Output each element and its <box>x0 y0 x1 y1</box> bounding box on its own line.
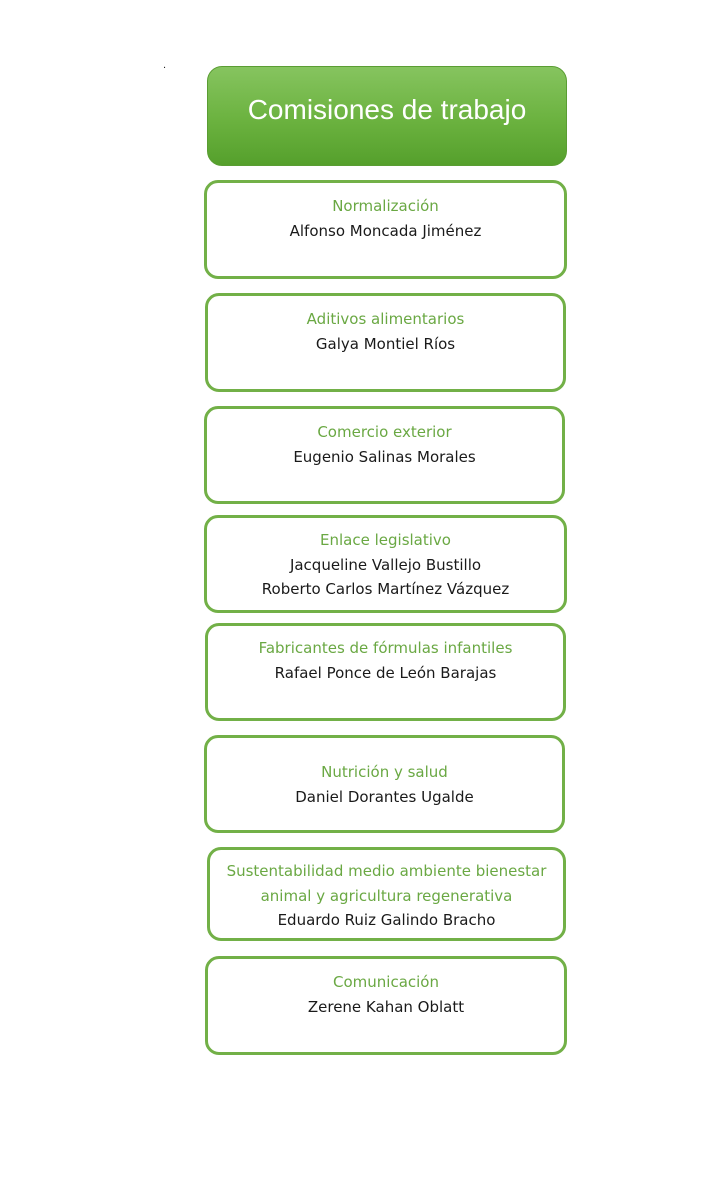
commission-member: Alfonso Moncada Jiménez <box>289 221 482 240</box>
commission-name: Normalización <box>332 197 439 215</box>
commission-name: Comercio exterior <box>317 423 452 441</box>
commission-name: Aditivos alimentarios <box>306 310 465 328</box>
commission-name: Nutrición y salud <box>321 763 448 781</box>
commission-member: Rafael Ponce de León Barajas <box>274 663 497 682</box>
commission-member: Zerene Kahan Oblatt <box>307 997 465 1016</box>
commission-box-aditivos: Aditivos alimentarios Galya Montiel Ríos <box>205 293 566 392</box>
commission-box-normalizacion: Normalización Alfonso Moncada Jiménez <box>204 180 567 279</box>
commission-member: Eugenio Salinas Morales <box>293 447 476 466</box>
commission-box-nutricion-salud: Nutrición y salud Daniel Dorantes Ugalde <box>204 735 565 833</box>
commission-box-sustentabilidad: Sustentabilidad medio ambiente bienestar… <box>207 847 566 941</box>
commission-member: Daniel Dorantes Ugalde <box>295 787 474 806</box>
commission-box-comercio-exterior: Comercio exterior Eugenio Salinas Morale… <box>204 406 565 504</box>
stray-dot: . <box>163 59 167 71</box>
diagram-title: Comisiones de trabajo <box>247 94 527 125</box>
commission-name: Fabricantes de fórmulas infantiles <box>258 639 513 657</box>
commission-member: Roberto Carlos Martínez Vázquez <box>261 580 510 598</box>
commission-member: Eduardo Ruiz Galindo Bracho <box>277 911 496 929</box>
commission-name-line-2: animal y agricultura regenerativa <box>260 886 513 905</box>
commission-member: Jacqueline Vallejo Bustillo <box>289 555 482 574</box>
commission-member: Galya Montiel Ríos <box>315 334 456 353</box>
commission-box-comunicacion: Comunicación Zerene Kahan Oblatt <box>205 956 567 1055</box>
diagram-header: Comisiones de trabajo <box>207 66 567 166</box>
commission-name-line-1: Sustentabilidad medio ambiente bienestar <box>226 862 547 880</box>
commission-box-formulas-infantiles: Fabricantes de fórmulas infantiles Rafae… <box>205 623 566 721</box>
commission-box-enlace-legislativo: Enlace legislativo Jacqueline Vallejo Bu… <box>204 515 567 613</box>
commission-name: Enlace legislativo <box>320 531 451 549</box>
commission-name: Comunicación <box>333 973 439 991</box>
